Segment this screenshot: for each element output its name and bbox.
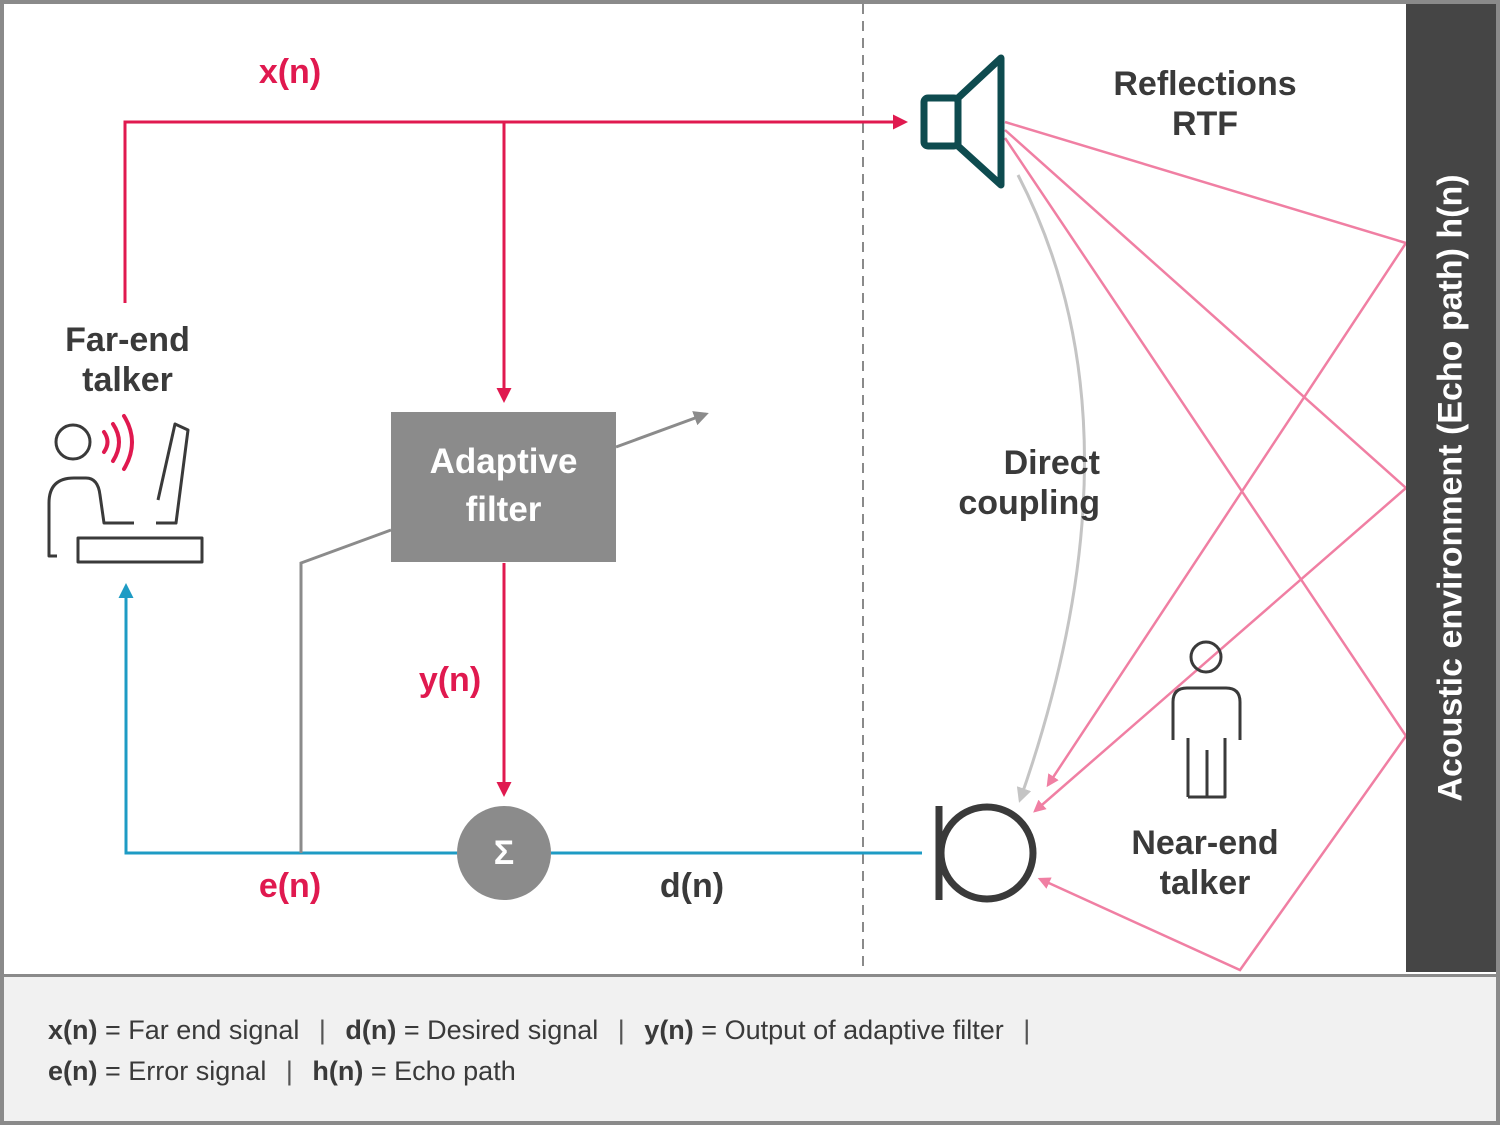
far-end-signal-path (123, 114, 908, 797)
person-at-computer-icon (47, 422, 204, 564)
summation-node: Σ (457, 806, 551, 900)
error-signal-path (118, 583, 922, 855)
legend-line-1: x(n) = Far end signal | d(n) = Desired s… (48, 1015, 1042, 1046)
speaker-icon (920, 54, 1005, 189)
legend-text: = Error signal (97, 1056, 267, 1086)
legend-symbol: y(n) (644, 1015, 694, 1045)
legend-symbol: d(n) (345, 1015, 397, 1045)
direct-coupling-path (1016, 174, 1086, 803)
legend-separator: | (318, 1015, 326, 1045)
legend-symbol: x(n) (48, 1015, 98, 1045)
legend-separator: | (617, 1015, 625, 1045)
signal-label-x: x(n) (258, 53, 322, 91)
standing-person-icon (1171, 640, 1242, 799)
adaptive-filter-label: Adaptive filter (429, 442, 578, 529)
signal-label-d: d(n) (659, 867, 725, 905)
sound-waves-icon (102, 414, 134, 471)
legend-text: = Desired signal (396, 1015, 599, 1045)
legend-text: = Output of adaptive filter (693, 1015, 1004, 1045)
microphone-icon (935, 803, 1037, 903)
near-end-talker-label: Near-end talker (1131, 824, 1279, 902)
reflections-label: Reflections RTF (1113, 65, 1297, 143)
legend-separator: | (1023, 1015, 1031, 1045)
signal-label-y: y(n) (418, 661, 482, 699)
legend-text: = Far end signal (97, 1015, 300, 1045)
direct-coupling-label: Direct coupling (958, 444, 1100, 522)
acoustic-environment-label: Acoustic environment (Echo path) h(n) (1431, 174, 1470, 802)
legend-symbol: e(n) (48, 1056, 98, 1086)
legend-line-2: e(n) = Error signal | h(n) = Echo path (48, 1056, 516, 1087)
legend-text: = Echo path (363, 1056, 516, 1086)
legend: x(n) = Far end signal | d(n) = Desired s… (4, 974, 1496, 1121)
acoustic-environment-bar: Acoustic environment (Echo path) h(n) (1406, 4, 1496, 972)
signal-label-e: e(n) (258, 867, 322, 905)
summation-symbol: Σ (493, 834, 515, 872)
adaptation-control-path (299, 411, 709, 853)
adaptive-filter-block: Adaptive filter (391, 412, 616, 562)
legend-symbol: h(n) (312, 1056, 364, 1086)
legend-separator: | (285, 1056, 293, 1086)
far-end-talker-label: Far-end talker (65, 321, 190, 399)
